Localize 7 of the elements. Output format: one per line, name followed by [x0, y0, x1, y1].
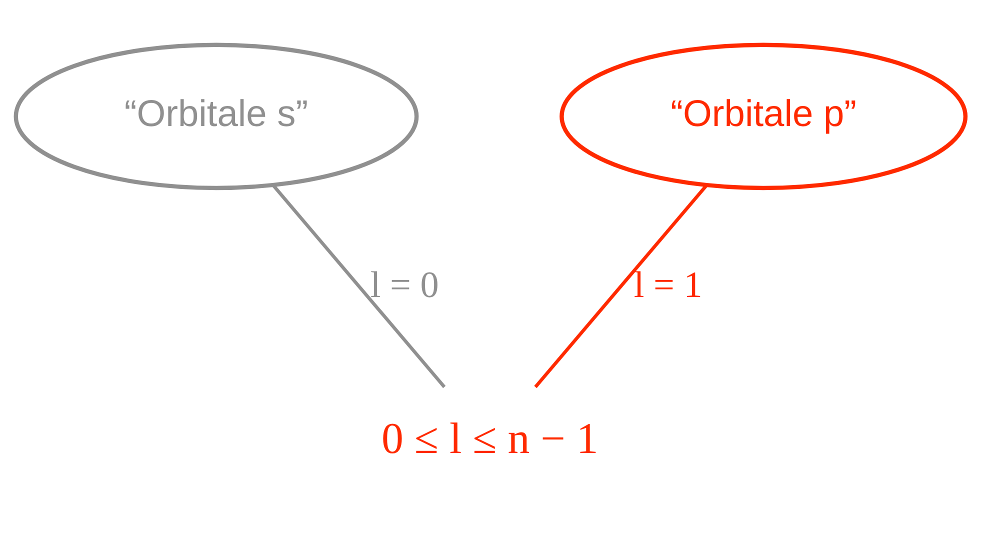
- edge-label: l = 1: [634, 265, 702, 306]
- node-text: 0 ≤ l ≤ n − 1: [381, 414, 598, 463]
- connector: [272, 184, 446, 388]
- edge-label: l = 0: [370, 265, 439, 306]
- node-ellipse: “Orbitale s”: [14, 42, 419, 190]
- node-ellipse: “Orbitale p”: [560, 42, 968, 190]
- connector: [534, 184, 708, 388]
